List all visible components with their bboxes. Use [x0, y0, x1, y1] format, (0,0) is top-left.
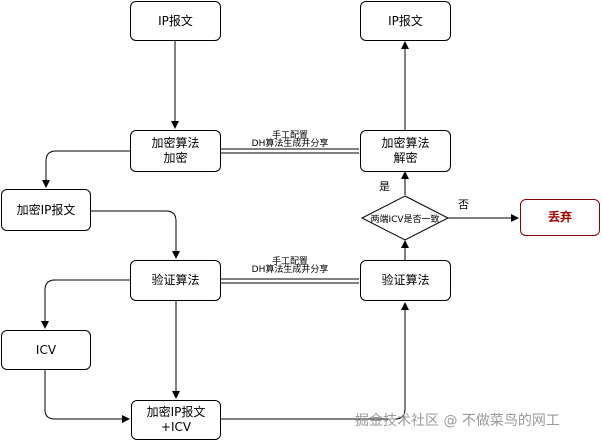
final-line-2: +ICV — [160, 420, 192, 434]
ip-packet-top-right-label: IP报文 — [388, 13, 423, 28]
key-label-manual-2: 手工配置 — [271, 257, 308, 267]
key-label-dh-1: DH算法生成并分享 — [251, 139, 329, 149]
arrow-final-to-verify-right — [221, 302, 409, 420]
verify-algorithm-right-box: 验证算法 — [360, 260, 451, 301]
arrow-icv-to-final — [44, 370, 130, 423]
icv-box: ICV — [1, 330, 91, 370]
decrypt-line-2: 解密 — [393, 151, 418, 165]
key-label-manual-1: 手工配置 — [271, 131, 308, 141]
icv-label: ICV — [35, 342, 57, 357]
encrypt-line-1: 加密算法 — [151, 136, 200, 150]
verify-algorithm-left-box: 验证算法 — [130, 260, 221, 301]
decrypt-algorithm-box: 加密算法 解密 — [360, 130, 451, 172]
ip-packet-top-left-label: IP报文 — [158, 13, 193, 28]
decision-diamond — [360, 195, 450, 241]
arrow-encrypted-ip-to-verify — [91, 210, 180, 259]
verify-right-label: 验证算法 — [381, 273, 430, 287]
discard-label: 丢弃 — [547, 210, 572, 224]
watermark: 掘金技术社区 @ 不做菜鸟的网工 — [355, 413, 560, 429]
final-packet-box: 加密IP报文 +ICV — [131, 400, 221, 440]
key-label-dh-2: DH算法生成并分享 — [251, 265, 329, 275]
encrypted-ip-packet-box: 加密IP报文 — [1, 189, 91, 231]
encrypted-ip-packet-label: 加密IP报文 — [16, 202, 76, 217]
encrypt-line-2: 加密 — [163, 151, 188, 165]
yes-label: 是 — [379, 180, 390, 193]
ip-packet-top-right: IP报文 — [360, 1, 451, 41]
final-line-1: 加密IP报文 — [146, 405, 206, 419]
ip-packet-top-left: IP报文 — [130, 1, 221, 41]
arrow-verify-to-icv — [41, 279, 130, 329]
encrypt-algorithm-box: 加密算法 加密 — [130, 130, 221, 172]
arrow-encrypt-to-encrypted-ip — [42, 150, 130, 188]
no-label: 否 — [458, 198, 469, 211]
discard-box: 丢弃 — [520, 199, 600, 236]
decision-label: 两端ICV是否一致 — [370, 215, 440, 225]
verify-left-label: 验证算法 — [151, 273, 200, 287]
decrypt-line-1: 加密算法 — [381, 136, 430, 150]
